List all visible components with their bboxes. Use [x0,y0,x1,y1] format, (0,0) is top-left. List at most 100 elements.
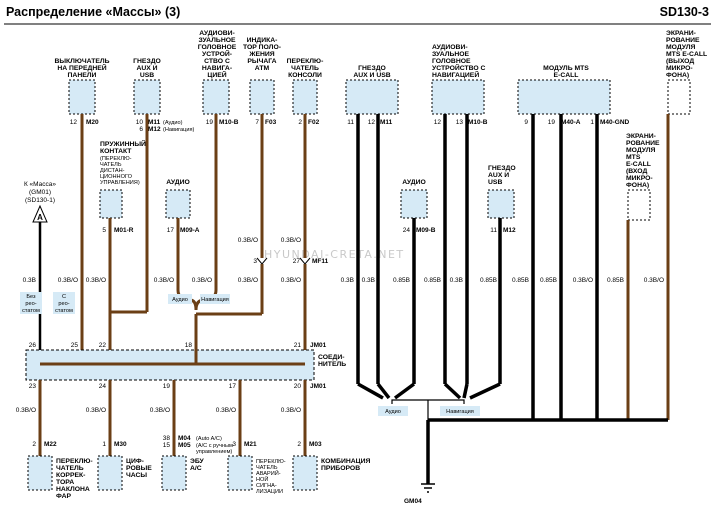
svg-text:M04: M04 [178,435,191,442]
svg-text:ВЫКЛЮЧАТЕЛЬ: ВЫКЛЮЧАТЕЛЬ [54,58,109,65]
svg-text:0.85B: 0.85B [424,277,441,284]
svg-text:ЭКРАНИ-: ЭКРАНИ- [626,133,656,140]
svg-text:F03: F03 [265,119,277,126]
svg-text:ФОНА): ФОНА) [626,182,649,189]
svg-text:3: 3 [232,441,236,448]
svg-text:ПАНЕЛИ: ПАНЕЛИ [68,72,97,79]
svg-text:статом: статом [22,308,40,314]
svg-text:(A/C с ручным: (A/C с ручным [196,443,233,449]
svg-text:M05: M05 [178,442,191,449]
svg-text:0.3B: 0.3B [362,277,375,284]
svg-text:21: 21 [294,342,302,349]
svg-text:M21: M21 [244,441,257,448]
component-m20: ВЫКЛЮЧАТЕЛЬ НА ПЕРЕДНЕЙ ПАНЕЛИ 12 M20 0.… [54,58,110,350]
svg-text:КОНТАКТ: КОНТАКТ [100,148,132,155]
svg-text:РОВАНИЕ: РОВАНИЕ [626,140,660,147]
svg-text:23: 23 [29,383,37,390]
svg-text:ГНЕЗДО: ГНЕЗДО [488,165,516,172]
svg-text:E-CALL: E-CALL [626,161,651,168]
component-right-audio: АУДИО 24 M09-B [400,179,436,384]
svg-text:(Auto A/C): (Auto A/C) [196,436,222,442]
svg-text:РЫЧАГА: РЫЧАГА [247,58,276,65]
svg-text:АТМ: АТМ [255,65,270,72]
svg-text:19: 19 [548,119,556,126]
svg-text:НИТЕЛЬ: НИТЕЛЬ [318,361,346,368]
component-m11: ГНЕЗДО AUX И USB 10 M11 (Аудио) 6 M12 (Н… [110,58,194,314]
svg-text:AUX И: AUX И [488,172,509,179]
svg-text:ЗУАЛЬНОЕ: ЗУАЛЬНОЕ [432,51,470,58]
svg-text:0.3B/O: 0.3B/O [86,277,106,284]
svg-text:M11: M11 [148,119,161,126]
svg-text:17: 17 [229,383,237,390]
svg-text:К «Масса»: К «Масса» [24,181,56,188]
svg-text:A/C: A/C [190,465,202,472]
svg-text:0.3B/O: 0.3B/O [238,237,258,244]
svg-text:МИКРО-: МИКРО- [626,175,653,182]
svg-text:2: 2 [298,119,302,126]
svg-text:0.3B/O: 0.3B/O [16,407,36,414]
svg-text:ГОЛОВНОЕ: ГОЛОВНОЕ [432,58,471,65]
svg-text:АУДИО: АУДИО [166,179,190,186]
svg-text:0.3B/O: 0.3B/O [86,407,106,414]
svg-text:0.3B/O: 0.3B/O [281,277,301,284]
svg-text:13: 13 [456,119,464,126]
svg-text:С: С [62,294,66,300]
component-right-avn: АУДИОВИ- ЗУАЛЬНОЕ ГОЛОВНОЕ УСТРОЙСТВО С … [431,44,488,384]
ground-bus: GM04 [404,418,668,505]
svg-text:0.85B: 0.85B [480,277,497,284]
svg-text:1: 1 [102,441,106,448]
svg-text:24: 24 [403,227,411,234]
svg-text:СИГНА-: СИГНА- [256,483,277,489]
svg-text:JM01: JM01 [310,342,327,349]
svg-text:0.3B/O: 0.3B/O [573,277,593,284]
svg-text:(SD130-1): (SD130-1) [25,197,55,204]
svg-text:РОВЫЕ: РОВЫЕ [126,465,152,472]
svg-text:ТОР ПОЛО-: ТОР ПОЛО- [243,44,281,51]
svg-text:0.3B: 0.3B [341,277,354,284]
svg-text:M20: M20 [86,119,99,126]
svg-text:25: 25 [71,342,79,349]
svg-text:АУДИОВИ-: АУДИОВИ- [199,30,235,37]
svg-text:19: 19 [163,383,171,390]
svg-text:НАВИГАЦИЕЙ: НАВИГАЦИЕЙ [432,70,479,79]
component-right-aux2: ГНЕЗДО AUX И USB 11 M12 [487,165,516,384]
svg-text:0.3B/O: 0.3B/O [238,277,258,284]
svg-text:0.3B: 0.3B [450,277,463,284]
svg-text:ЧАСЫ: ЧАСЫ [126,472,147,479]
svg-text:АВАРИЙ-: АВАРИЙ- [256,469,281,477]
svg-text:AUX И: AUX И [136,65,157,72]
svg-text:управлением): управлением) [196,449,232,455]
ground-source: К «Масса» (GM01) (SD130-1) A 0.3B Без ре… [20,181,56,350]
component-right-mts: МОДУЛЬ MTS E-CALL 9 19 M40-A 1 M40-GND [517,65,630,420]
svg-text:10: 10 [136,119,144,126]
svg-text:M11: M11 [380,119,393,126]
component-m01r: ПРУЖИННЫЙ КОНТАКТ (ПЕРЕКЛЮ- ЧАТЕЛЬ ДИСТА… [86,139,146,350]
svg-text:(GM01): (GM01) [29,189,51,196]
svg-text:M40-A: M40-A [561,119,581,126]
svg-text:2: 2 [297,441,301,448]
svg-text:M09-B: M09-B [416,227,436,234]
svg-text:9: 9 [524,119,528,126]
svg-text:M30: M30 [114,441,127,448]
svg-text:ЭКРАНИ-: ЭКРАНИ- [666,30,696,37]
svg-text:ЖЕНИЯ: ЖЕНИЯ [248,51,274,58]
svg-text:УПРАВЛЕНИЯ): УПРАВЛЕНИЯ) [100,180,140,186]
svg-text:AUX И USB: AUX И USB [353,72,390,79]
svg-text:JM01: JM01 [310,383,327,390]
svg-text:МОДУЛЯ: МОДУЛЯ [626,147,656,154]
svg-text:НОЙ: НОЙ [256,475,268,483]
svg-text:УСТРОЙСТВО С: УСТРОЙСТВО С [432,63,486,72]
svg-text:M10-B: M10-B [219,119,239,126]
svg-text:M10-B: M10-B [468,119,488,126]
svg-text:МОДУЛЬ MTS: МОДУЛЬ MTS [543,65,589,72]
svg-text:26: 26 [29,342,37,349]
svg-text:M12: M12 [503,227,516,234]
component-m03: 2 M03 КОМБИНАЦИЯ ПРИБОРОВ [292,441,371,491]
component-right-shield1: ЭКРАНИ- РОВАНИЕ МОДУЛЯ MTS E-CALL (ВЫХОД… [666,30,707,420]
svg-text:M40-GND: M40-GND [600,119,630,126]
page-title: Распределение «Массы» (3) [6,5,180,19]
svg-text:MF11: MF11 [312,258,329,265]
svg-text:ПЕРЕКЛЮ-: ПЕРЕКЛЮ- [56,458,93,465]
svg-text:АУДИО: АУДИО [402,179,426,186]
svg-text:СТВО С: СТВО С [204,58,230,65]
